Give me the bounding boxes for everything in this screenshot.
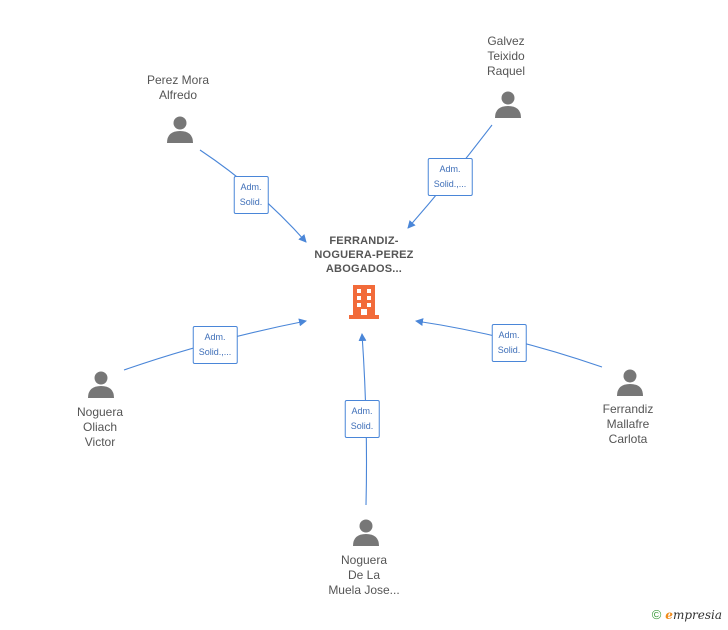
edge-label-line: Adm. (498, 330, 520, 340)
edge-label-perez[interactable]: Adm. Solid. (233, 176, 269, 214)
person-label-line: Noguera (76, 405, 124, 419)
person-label-line: Muela Jose... (328, 583, 400, 597)
person-label-line: Perez Mora (146, 73, 210, 87)
person-label-line: Ferrandiz (602, 402, 654, 416)
person-label-perez[interactable]: Perez Mora Alfredo (147, 73, 209, 103)
person-label-line: Oliach (82, 420, 117, 434)
edge-label-line: Adm. (439, 164, 461, 174)
company-label-line: NOGUERA-PEREZ (314, 249, 414, 261)
brand-logo-rest: mpresia (672, 607, 722, 622)
person-label-galvez[interactable]: Galvez Teixido Raquel (487, 34, 525, 79)
brand-logo-initial: e (665, 607, 673, 622)
footer-brand: © empresia (652, 607, 722, 622)
edge-label-line: Solid.,... (433, 179, 467, 189)
building-icon[interactable] (349, 285, 379, 319)
person-label-line: Teixido (487, 49, 525, 63)
person-label-line: Galvez (487, 34, 525, 48)
person-label-oliach[interactable]: Noguera Oliach Victor (77, 405, 123, 450)
company-label-line: FERRANDIZ- (329, 235, 399, 247)
person-label-line: De La (347, 568, 381, 582)
edge-label-muela[interactable]: Adm. Solid. (344, 400, 380, 438)
edge-label-line: Solid. (497, 345, 521, 355)
edge-label-line: Solid.,... (198, 347, 232, 357)
person-label-line: Raquel (486, 64, 526, 78)
edge-label-oliach[interactable]: Adm. Solid.,... (192, 326, 238, 364)
person-label-line: Victor (84, 435, 116, 449)
edge-label-ferrandiz[interactable]: Adm. Solid. (491, 324, 527, 362)
edge-label-galvez[interactable]: Adm. Solid.,... (427, 158, 473, 196)
person-icon[interactable] (166, 115, 194, 143)
edge-label-line: Adm. (351, 406, 373, 416)
edge-label-line: Solid. (350, 421, 374, 431)
person-label-muela[interactable]: Noguera De La Muela Jose... (328, 553, 399, 598)
copyright-icon: © (651, 607, 662, 622)
person-label-line: Alfredo (158, 88, 198, 102)
person-icon[interactable] (352, 518, 380, 546)
person-label-line: Carlota (608, 432, 648, 446)
brand-logo[interactable]: empresia (665, 608, 722, 622)
person-label-ferrandiz[interactable]: Ferrandiz Mallafre Carlota (603, 402, 654, 447)
company-label[interactable]: FERRANDIZ- NOGUERA-PEREZ ABOGADOS... (314, 234, 413, 276)
person-icon[interactable] (87, 370, 115, 398)
person-icon[interactable] (616, 368, 644, 396)
edge-label-line: Solid. (239, 197, 263, 207)
person-label-line: Noguera (340, 553, 388, 567)
company-label-line: ABOGADOS... (325, 263, 403, 275)
person-icon[interactable] (494, 90, 522, 118)
edge-label-line: Adm. (204, 332, 226, 342)
edge-label-line: Adm. (240, 182, 262, 192)
person-label-line: Mallafre (606, 417, 650, 431)
